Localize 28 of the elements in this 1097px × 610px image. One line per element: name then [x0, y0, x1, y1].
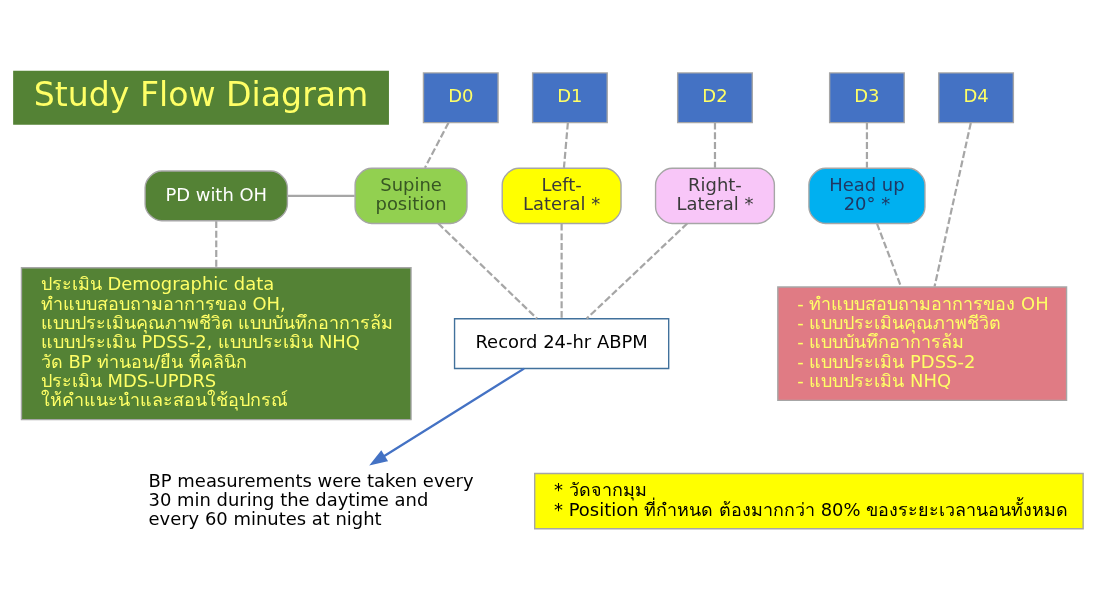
node-box: - ทำแบบสอบถามอาการของ OH - แบบประเมินคุณภาพชีวิต - แบบบันทึกอาการล้ม - แบบประเมิน PDSS-2 - แบบประเมิน NHQ [777, 286, 1068, 401]
node-box: D2 [676, 72, 753, 124]
node-box: Right- Lateral * [654, 167, 776, 225]
node-box: PD with OH [144, 170, 289, 222]
connector [562, 122, 569, 168]
node-box: Supine position [354, 167, 468, 225]
connector [585, 222, 688, 320]
node-box: D0 [422, 72, 499, 124]
arrow [369, 367, 525, 466]
node-text: BP measurements were taken every 30 min during the daytime and every 60 minutes at night [148, 469, 474, 530]
connector [933, 122, 972, 287]
node-box: * วัดจากมุม * Position ที่กำหนด ต้องมากกว่า 80% ของระยะเวลานอนทั้งหมด [534, 472, 1084, 530]
node-box: D3 [828, 72, 905, 124]
connector [876, 223, 903, 288]
connector [713, 122, 717, 168]
node-box: Head up 20° * [808, 167, 926, 225]
connector [215, 221, 218, 268]
connector [423, 122, 450, 169]
node-box: Left- Lateral * [501, 167, 622, 225]
connector [287, 194, 355, 197]
node-box: D1 [531, 72, 608, 124]
node-box: Record 24-hr ABPM [453, 318, 670, 370]
node-box: ประเมิน Demographic data ทำแบบสอบถามอาการของ OH, แบบประเมินคุณภาพชีวิต แบบบันทึกอาการล้ม แบบประเมิน PDSS-2, แบบประเมิน NHQ วัด BP ท่านอน/ยืน ที่คลินิก ประเมิน MDS-UPDRS ให้คำแนะนำและสอนใช้อุปกรณ์ [20, 267, 412, 421]
connector [560, 223, 563, 319]
connector [865, 122, 869, 168]
node-box: D4 [938, 72, 1015, 124]
diagram-title: Study Flow Diagram [33, 75, 369, 115]
connector [437, 222, 538, 320]
